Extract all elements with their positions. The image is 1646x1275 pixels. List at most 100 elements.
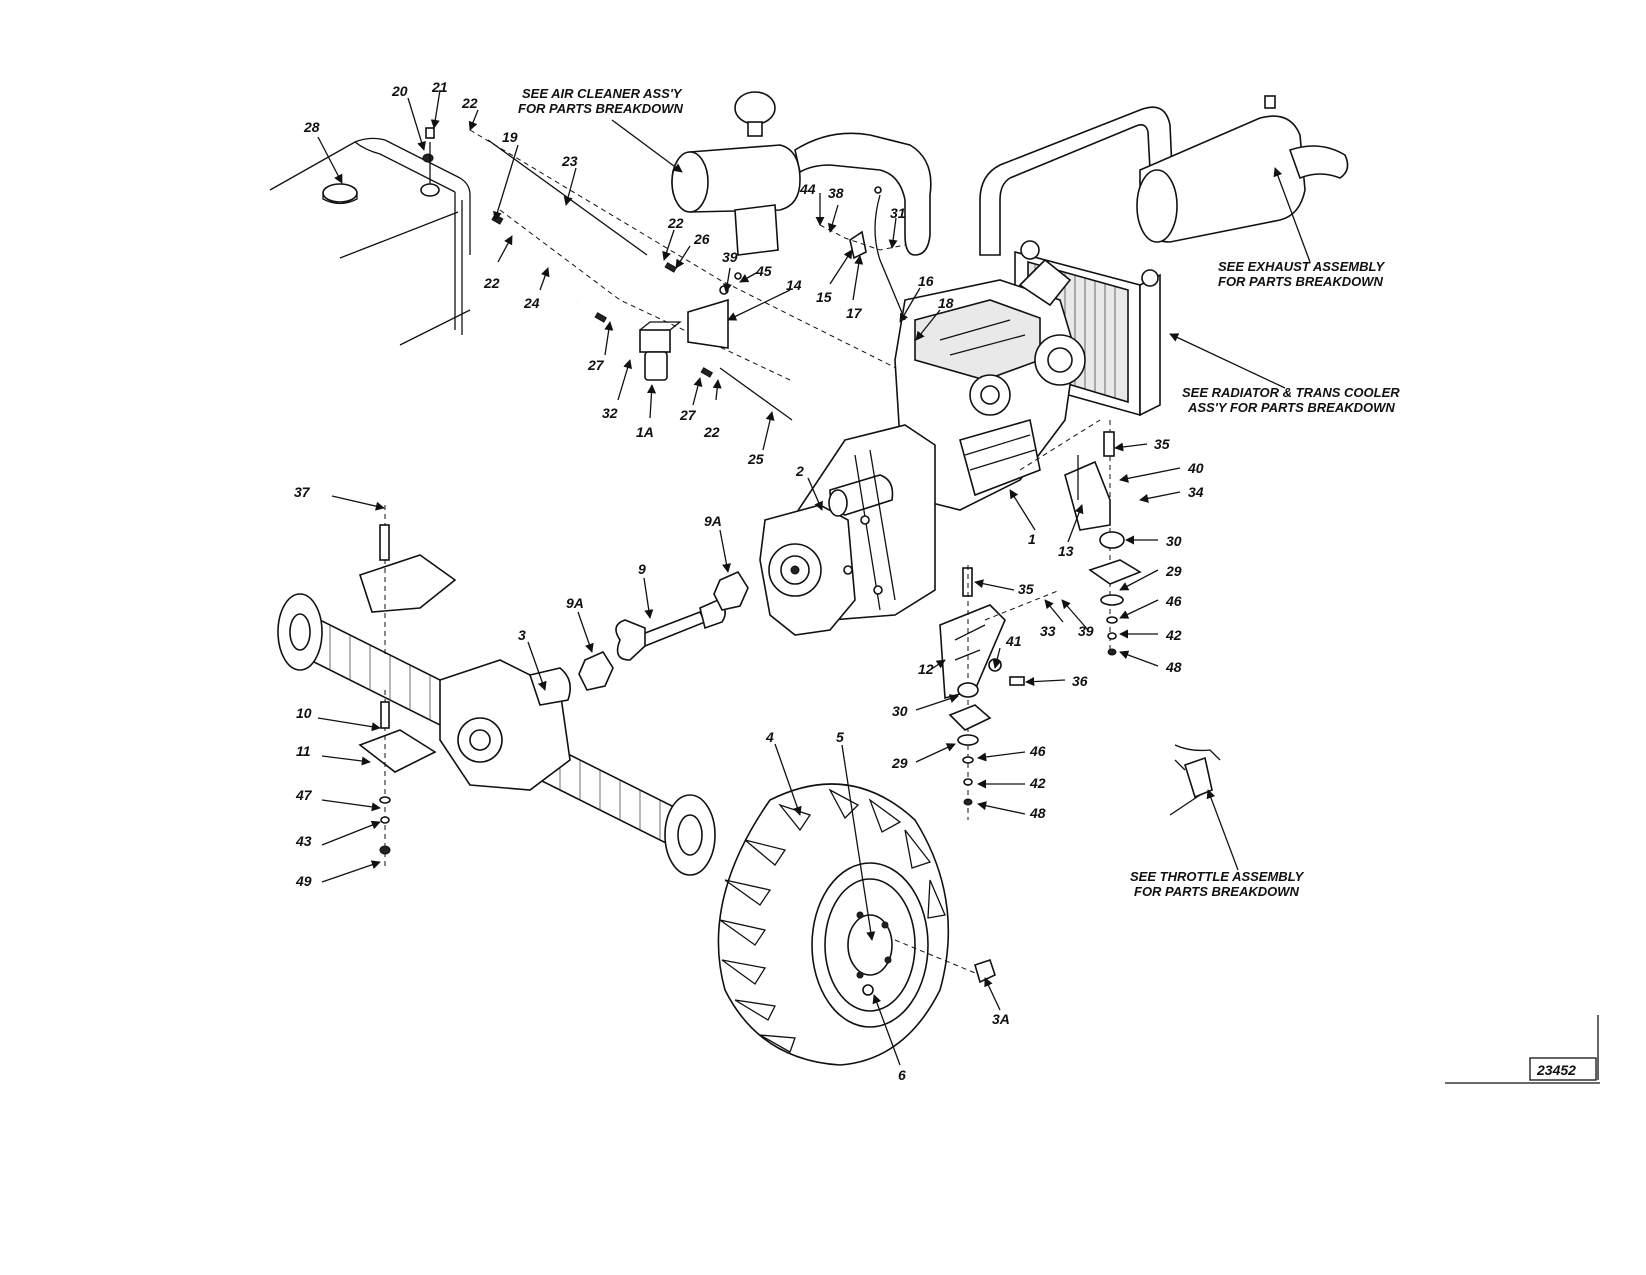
- callout-49: 49: [295, 873, 312, 889]
- fuel-filter: [639, 321, 682, 381]
- callout-22-mid: 22: [667, 215, 684, 231]
- callout-34: 34: [1188, 484, 1204, 500]
- air-cleaner: [671, 91, 932, 256]
- callout-39-mid: 39: [1078, 623, 1094, 639]
- callout-9: 9: [638, 561, 646, 577]
- callout-39-top: 39: [722, 249, 738, 265]
- callout-1: 1: [1028, 531, 1036, 547]
- callout-4: 4: [765, 729, 774, 745]
- callout-45: 45: [755, 263, 772, 279]
- callout-30-right: 30: [1166, 533, 1182, 549]
- note-radiator: SEE RADIATOR & TRANS COOLER ASS'Y FOR PA…: [1182, 385, 1400, 415]
- callout-40: 40: [1187, 460, 1204, 476]
- callout-22-top: 22: [461, 95, 478, 111]
- callout-48-left: 48: [1029, 805, 1046, 821]
- note-throttle-line1: SEE THROTTLE ASSEMBLY: [1130, 869, 1305, 884]
- note-radiator-line1: SEE RADIATOR & TRANS COOLER: [1182, 385, 1400, 400]
- callout-36: 36: [1072, 673, 1088, 689]
- callout-9a-left: 9A: [566, 595, 584, 611]
- callout-27-left: 27: [587, 357, 605, 373]
- leader-lines: [317, 89, 1181, 1066]
- callout-1a: 1A: [636, 424, 654, 440]
- callout-42-right: 42: [1165, 627, 1182, 643]
- callout-14: 14: [786, 277, 802, 293]
- exhaust: [979, 95, 1349, 256]
- drawing-number: 23452: [1536, 1062, 1576, 1078]
- axle-plate-lower: [358, 729, 437, 773]
- lug-nut-3a: [974, 958, 996, 984]
- note-radiator-line2: ASS'Y FOR PARTS BREAKDOWN: [1187, 400, 1395, 415]
- callout-29-right: 29: [1165, 563, 1182, 579]
- callout-35-right: 35: [1154, 436, 1170, 452]
- fuel-fitting: [420, 127, 440, 197]
- engine: [894, 258, 1086, 511]
- callout-35-left: 35: [1018, 581, 1034, 597]
- axle: [277, 593, 716, 876]
- note-air-cleaner-line1: SEE AIR CLEANER ASS'Y: [522, 86, 683, 101]
- callout-46-left: 46: [1029, 743, 1046, 759]
- callout-33: 33: [1040, 623, 1056, 639]
- drawing-number-box: 23452: [1445, 1015, 1600, 1084]
- callout-23: 23: [561, 153, 578, 169]
- callout-48-right: 48: [1165, 659, 1182, 675]
- callout-15: 15: [816, 289, 832, 305]
- callout-19: 19: [502, 129, 518, 145]
- note-exhaust-line1: SEE EXHAUST ASSEMBLY: [1218, 259, 1385, 274]
- callout-47: 47: [295, 787, 313, 803]
- callout-25: 25: [747, 451, 764, 467]
- wheel-tire: [717, 783, 950, 1066]
- callout-3a: 3A: [992, 1011, 1010, 1027]
- engine-mount-13: [1064, 455, 1111, 531]
- callout-20: 20: [391, 83, 408, 99]
- note-exhaust: SEE EXHAUST ASSEMBLY FOR PARTS BREAKDOWN: [1218, 259, 1385, 289]
- note-throttle-line2: FOR PARTS BREAKDOWN: [1134, 884, 1300, 899]
- engine-mount-12: [939, 567, 1025, 700]
- callout-26: 26: [693, 231, 710, 247]
- callout-42-left: 42: [1029, 775, 1046, 791]
- callout-3: 3: [518, 627, 526, 643]
- callout-41: 41: [1005, 633, 1022, 649]
- mount-hardware-left: [948, 682, 992, 806]
- axle-plate-upper: [358, 554, 457, 613]
- note-air-cleaner-line2: FOR PARTS BREAKDOWN: [518, 101, 684, 116]
- transmission: [759, 424, 936, 636]
- callout-16: 16: [918, 273, 934, 289]
- callout-21: 21: [431, 79, 448, 95]
- callout-29-left: 29: [891, 755, 908, 771]
- callout-31: 31: [890, 205, 906, 221]
- callout-12: 12: [918, 661, 934, 677]
- callout-30-left: 30: [892, 703, 908, 719]
- note-throttle: SEE THROTTLE ASSEMBLY FOR PARTS BREAKDOW…: [1130, 869, 1305, 899]
- callouts: 28 20 21 22 19 23 22 26 22 24 27 32 1A 2…: [294, 79, 1204, 1083]
- callout-17: 17: [846, 305, 863, 321]
- callout-27-right: 27: [679, 407, 697, 423]
- callout-43: 43: [295, 833, 312, 849]
- callout-10: 10: [296, 705, 312, 721]
- callout-22-left: 22: [483, 275, 500, 291]
- callout-22-bottom: 22: [703, 424, 720, 440]
- callout-11: 11: [296, 743, 311, 759]
- note-air-cleaner: SEE AIR CLEANER ASS'Y FOR PARTS BREAKDOW…: [518, 86, 684, 116]
- throttle-linkage: [819, 186, 906, 321]
- callout-13: 13: [1058, 543, 1074, 559]
- callout-6: 6: [898, 1067, 906, 1083]
- drive-shaft: [578, 570, 749, 691]
- callout-37: 37: [294, 484, 311, 500]
- note-exhaust-line2: FOR PARTS BREAKDOWN: [1218, 274, 1384, 289]
- callout-28: 28: [303, 119, 320, 135]
- callout-24: 24: [523, 295, 540, 311]
- fuel-line-25: [719, 367, 793, 421]
- callout-38: 38: [828, 185, 844, 201]
- callout-44: 44: [799, 181, 816, 197]
- mount-hardware-right: [1088, 431, 1142, 656]
- callout-5: 5: [836, 729, 844, 745]
- fuel-tank: [269, 137, 471, 346]
- callout-2: 2: [795, 463, 804, 479]
- callout-18: 18: [938, 295, 954, 311]
- callout-9a-right: 9A: [704, 513, 722, 529]
- callout-32: 32: [602, 405, 618, 421]
- callout-46-right: 46: [1165, 593, 1182, 609]
- bracket-14: [687, 298, 729, 349]
- throttle-assembly: [1169, 744, 1221, 816]
